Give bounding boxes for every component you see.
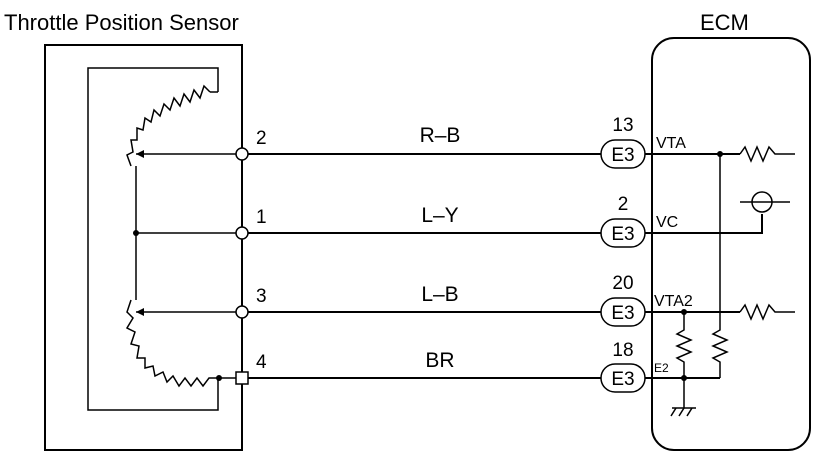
- ecm-signal-name: VTA: [656, 135, 686, 152]
- wire-color-label: R–B: [420, 124, 461, 147]
- vta-resistor: [739, 145, 795, 163]
- wire-color-label: BR: [425, 349, 454, 372]
- wire-color-label: L–B: [421, 283, 458, 306]
- sensor-housing: [44, 44, 243, 451]
- sensor-terminal: [235, 226, 249, 240]
- upper-wiper-arrow: [136, 150, 160, 158]
- sensor-pin-number: 2: [256, 128, 267, 149]
- vta2-resistor: [739, 303, 795, 321]
- ecm-pin-number: 13: [612, 115, 633, 136]
- ecm-vc-line: [645, 214, 763, 234]
- upper-resistor-track: [126, 84, 211, 167]
- ecm-signal-name: VC: [656, 214, 678, 231]
- ecm-signal-name: E2: [654, 361, 669, 375]
- lower-wiper-arrow: [136, 308, 160, 316]
- ecm-pin-number: 2: [618, 194, 629, 215]
- vta2-pulldown-resistor: [675, 312, 693, 378]
- vta-pulldown-resistor: [711, 325, 729, 378]
- ecm-pin-number: 20: [612, 273, 633, 294]
- ecm-signal-name: VTA2: [654, 293, 693, 310]
- ecm-title: ECM: [700, 10, 749, 35]
- sensor-pin-number: 1: [256, 207, 267, 228]
- connector-code: E3: [611, 145, 634, 166]
- wire-color-label: L–Y: [421, 204, 458, 227]
- sensor-terminal: [235, 147, 249, 161]
- connector-code: E3: [611, 303, 634, 324]
- sensor-pin-number: 4: [256, 352, 267, 373]
- sensor-pin-number: 3: [256, 286, 267, 307]
- ecm-housing: [651, 37, 811, 451]
- sensor-terminal: [235, 371, 249, 385]
- ecm-pin-number: 18: [612, 340, 633, 361]
- ground-icon: [670, 407, 696, 417]
- connector-code: E3: [611, 369, 634, 390]
- sensor-internal-frame: [87, 67, 219, 411]
- connector-code: E3: [611, 224, 634, 245]
- lower-resistor-track: [125, 299, 218, 388]
- sensor-terminal: [235, 305, 249, 319]
- sensor-title: Throttle Position Sensor: [4, 10, 239, 35]
